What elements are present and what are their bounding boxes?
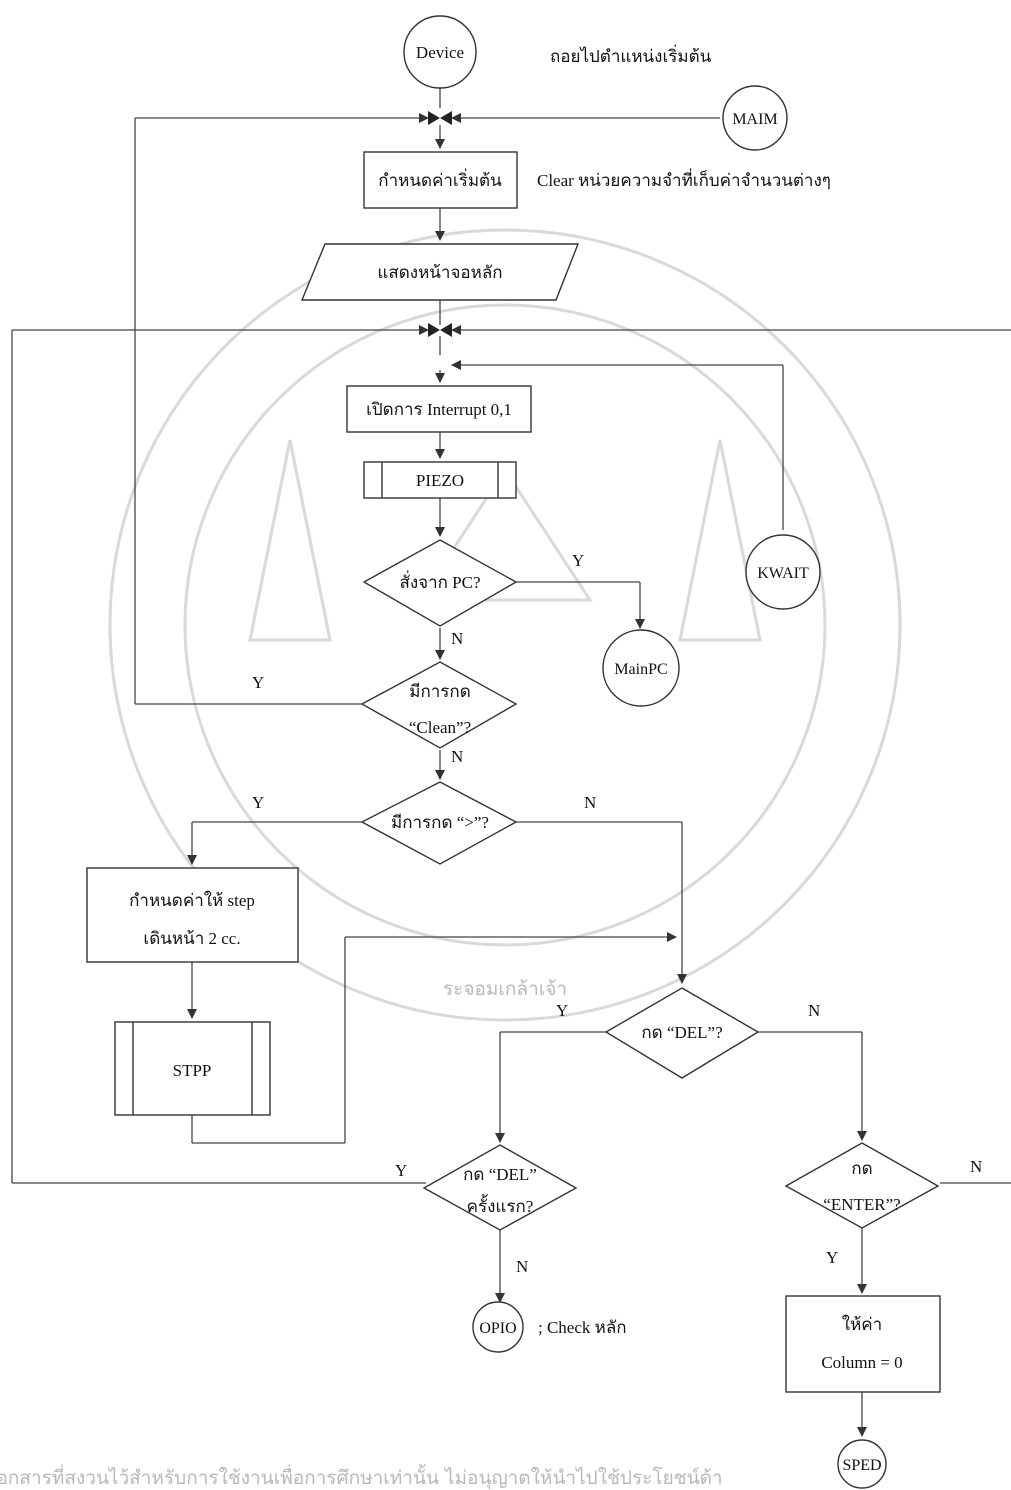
interrupt-label: เปิดการ Interrupt 0,1 (366, 400, 512, 419)
branch-n-enter: N (970, 1157, 982, 1176)
branch-n-del: N (808, 1001, 820, 1020)
setval-process-box: ให้ค่า Column = 0 (785, 1295, 941, 1393)
connector-lines (11, 80, 1011, 1437)
cmd-pc-decision: สั่งจาก PC? (362, 539, 518, 627)
watermark-footer: เอกสารที่สงวนไว้สำหรับการใช้งานเพื่อการศ… (0, 1464, 723, 1490)
opio-label: OPIO (479, 1320, 516, 1337)
clean-label-line1: มีการกด (409, 682, 471, 701)
branch-n-gt: N (584, 793, 596, 812)
device-terminal: Device (403, 15, 477, 89)
del-first-label-line2: ครั้งแรก? (467, 1194, 534, 1216)
university-seal-watermark: ระจอมเกล้าเจ้า (108, 228, 902, 1022)
branch-y-enter: Y (826, 1248, 838, 1267)
stpp-label: STPP (173, 1061, 212, 1080)
branch-y-del-first: Y (395, 1161, 407, 1180)
branch-n-cmd-pc: N (451, 629, 463, 648)
display-io-box: แสดงหน้าจอหลัก (300, 243, 580, 301)
enter-decision: กด “ENTER”? (784, 1142, 940, 1229)
piezo-label: PIEZO (416, 471, 464, 490)
junction-marker-2 (428, 323, 452, 337)
clear-note: Clear หน่วยความจำที่เก็บค่าจำนวนต่างๆ (537, 168, 831, 190)
kwait-connector: KWAIT (745, 534, 821, 610)
sped-label: SPED (842, 1457, 881, 1474)
maim-connector: MAIM (722, 85, 788, 151)
init-label: กำหนดค่าเริ่มต้น (378, 168, 502, 190)
branch-n-del-first: N (516, 1257, 528, 1276)
maim-label: MAIM (732, 111, 777, 128)
watermark-arc-text: ระจอมเกล้าเจ้า (443, 978, 567, 1000)
branch-labels: Y N Y N Y N Y N Y N N Y (252, 551, 982, 1276)
sped-connector: SPED (837, 1439, 887, 1489)
gt-decision: มีการกด “>”? (360, 781, 518, 865)
check-note: ; Check หลัก (538, 1318, 627, 1337)
branch-y-del: Y (556, 1001, 568, 1020)
step-process-box: กำหนดค่าให้ step เดินหน้า 2 cc. (86, 867, 299, 963)
mainpc-label: MainPC (614, 661, 667, 678)
step-label-line1: กำหนดค่าให้ step (129, 890, 255, 910)
init-process-box: กำหนดค่าเริ่มต้น (363, 151, 518, 209)
setval-label-line2: Column = 0 (821, 1353, 902, 1372)
branch-n-clean: N (451, 747, 463, 766)
clean-label-line2: “Clean”? (409, 718, 471, 737)
piezo-subroutine-box: PIEZO (363, 461, 517, 499)
interrupt-process-box: เปิดการ Interrupt 0,1 (346, 385, 532, 433)
opio-connector: OPIO (472, 1301, 524, 1353)
del-label: กด “DEL”? (641, 1023, 722, 1042)
clean-decision: มีการกด “Clean”? (360, 661, 518, 749)
branch-y-cmd-pc: Y (572, 551, 584, 570)
display-label: แสดงหน้าจอหลัก (377, 263, 502, 282)
junction-marker-1 (428, 111, 452, 125)
gt-label: มีการกด “>”? (391, 813, 489, 832)
stpp-subroutine-box: STPP (114, 1021, 271, 1116)
del-first-decision: กด “DEL” ครั้งแรก? (422, 1144, 578, 1231)
del-first-label-line1: กด “DEL” (463, 1165, 537, 1184)
branch-y-gt: Y (252, 793, 264, 812)
device-label: Device (416, 43, 464, 62)
del-decision: กด “DEL”? (604, 987, 760, 1079)
mainpc-connector: MainPC (602, 629, 680, 707)
step-label-line2: เดินหน้า 2 cc. (143, 929, 240, 948)
cmd-pc-label: สั่งจาก PC? (399, 570, 480, 592)
enter-label-line2: “ENTER”? (823, 1195, 900, 1214)
branch-y-clean: Y (252, 673, 264, 692)
start-note: ถอยไปตำแหน่งเริ่มต้น (550, 44, 712, 66)
enter-label-line1: กด (851, 1159, 872, 1178)
kwait-label: KWAIT (757, 565, 809, 582)
setval-label-line1: ให้ค่า (842, 1314, 882, 1334)
